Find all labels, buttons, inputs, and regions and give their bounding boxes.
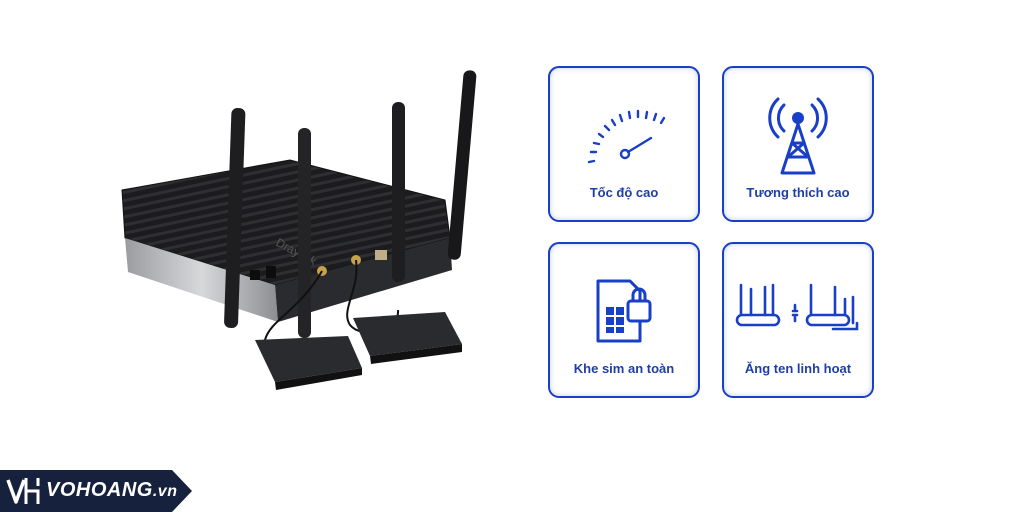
brand-name: VOHOANG.vn (46, 479, 178, 501)
speedometer-icon (587, 109, 666, 164)
sim-lock-icon (596, 279, 652, 343)
feature-card-sim: Khe sim an toàn (548, 242, 700, 398)
feature-label: Tương thích cao (746, 185, 850, 200)
feature-label: Ăng ten linh hoạt (744, 361, 852, 376)
cell-tower-icon (768, 97, 828, 175)
feature-label: Khe sim an toàn (573, 361, 675, 376)
feature-card-speed: Tốc độ cao (548, 66, 700, 222)
feature-grid: Tốc độ cao Tương thíc (548, 66, 878, 406)
brand-logo: VOHOANG.vn (0, 470, 192, 512)
router-product-image: DrayTek (100, 60, 500, 400)
antenna-router-icon (735, 283, 859, 331)
brand-banner-shape (0, 470, 192, 512)
feature-card-compatibility: Tương thích cao (722, 66, 874, 222)
logo-mark-icon (6, 478, 40, 504)
feature-label: Tốc độ cao (589, 185, 659, 200)
feature-card-antenna: Ăng ten linh hoạt (722, 242, 874, 398)
